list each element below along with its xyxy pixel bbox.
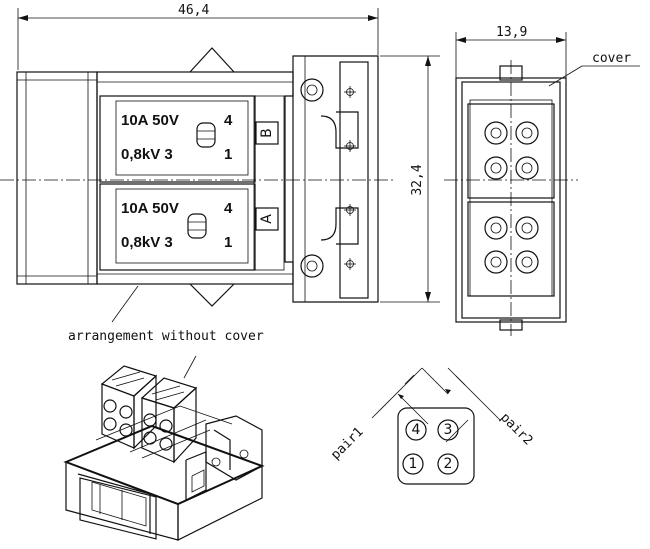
- isometric-view: [63, 355, 265, 541]
- side-bottom-insert-contacts: [484, 216, 539, 274]
- label-arrangement: arrangement without cover: [68, 329, 264, 344]
- module-code-b: B: [259, 128, 275, 138]
- pin-4: 4: [405, 419, 427, 441]
- side-top-insert-contacts: [484, 121, 539, 180]
- module-top-pin-top: 4: [224, 112, 233, 129]
- module-top-rating: 10A 50V: [121, 112, 179, 129]
- module-bottom-pin-top: 4: [224, 200, 233, 217]
- svg-text:2: 2: [444, 456, 453, 472]
- iso-module-1-contacts: [103, 399, 133, 437]
- label-pair1: pair1: [328, 425, 366, 463]
- dim-height: 32,4: [410, 164, 425, 195]
- module-bottom-rating: 10A 50V: [121, 200, 179, 217]
- dim-width: 13,9: [496, 25, 527, 40]
- module-bottom-pin-bottom: 1: [224, 234, 232, 251]
- pin-3: 3: [437, 419, 459, 441]
- pin-layout: pair1 pair2 4 3 1 2: [328, 367, 535, 485]
- module-top-pin-bottom: 1: [224, 146, 232, 163]
- module-top-voltage: 0,8kV 3: [121, 146, 173, 163]
- crosshair-marks: [344, 86, 356, 270]
- svg-text:3: 3: [444, 422, 453, 438]
- coding-symbol-top: [196, 122, 216, 148]
- svg-text:4: 4: [412, 422, 421, 438]
- front-view: 46,4 10A 50V 0,8kV 3 4 1 10A 50V 0,8kV 3…: [0, 3, 395, 307]
- module-code-a: A: [259, 214, 275, 224]
- pin-2: 2: [437, 453, 459, 475]
- height-dimension: 32,4: [380, 55, 440, 303]
- label-pair2: pair2: [497, 410, 535, 448]
- dim-overall-length: 46,4: [178, 3, 209, 18]
- iso-module-2-contacts: [143, 413, 173, 451]
- module-bottom-voltage: 0,8kV 3: [121, 234, 173, 251]
- label-cover: cover: [592, 51, 631, 66]
- pin-1: 1: [402, 453, 424, 475]
- svg-text:1: 1: [409, 456, 418, 472]
- coding-symbol-bottom: [187, 213, 207, 239]
- side-view: 13,9 cover: [444, 25, 640, 336]
